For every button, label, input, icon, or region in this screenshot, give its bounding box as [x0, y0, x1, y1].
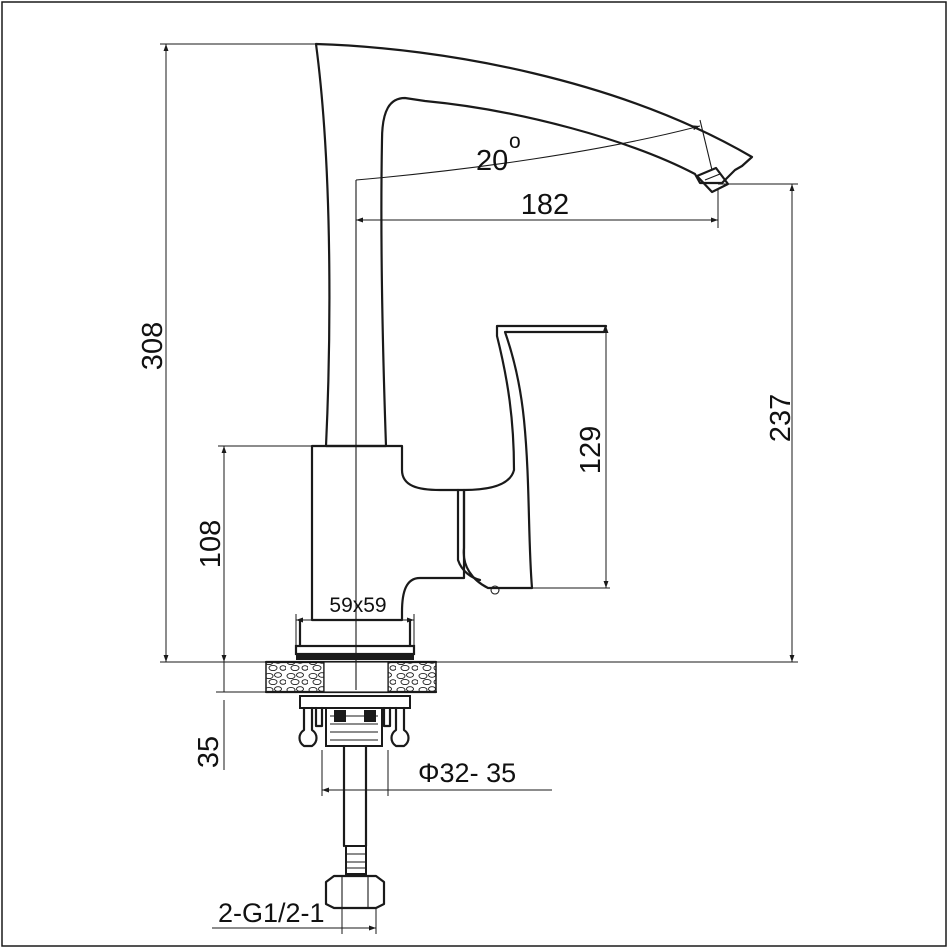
label-overall-height: 308 — [137, 322, 169, 370]
countertop — [264, 660, 438, 694]
label-handle-height: 129 — [575, 426, 607, 474]
dim-hose-thread — [212, 908, 377, 934]
label-spout-height: 237 — [765, 394, 797, 442]
label-angle-unit: o — [509, 130, 521, 153]
label-mount-thickness: 35 — [193, 736, 225, 768]
label-spout-reach: 182 — [521, 189, 569, 221]
dim-spout-reach — [356, 190, 719, 228]
label-spout-angle: 20 — [476, 145, 508, 177]
faucet-handle — [462, 324, 608, 595]
dim-spout-height — [414, 183, 798, 663]
dim-base-size — [295, 614, 415, 646]
faucet-body — [310, 444, 482, 622]
label-hole-diameter: Φ32- 35 — [418, 758, 516, 788]
supply-hose — [324, 744, 386, 910]
dim-hole-diameter — [321, 750, 552, 796]
dim-body-height — [218, 445, 314, 662]
label-base-size: 59x59 — [329, 594, 386, 617]
dim-mount-thickness — [216, 662, 300, 770]
label-hose-thread: 2-G1/2-1 — [218, 898, 325, 928]
dim-handle-height — [532, 326, 610, 589]
dim-overall-height — [160, 43, 320, 663]
faucet-spout — [314, 42, 754, 448]
mounting-hardware — [298, 695, 411, 748]
base-plate — [294, 618, 416, 660]
label-body-height: 108 — [195, 520, 227, 568]
dim-spout-angle — [355, 125, 701, 181]
